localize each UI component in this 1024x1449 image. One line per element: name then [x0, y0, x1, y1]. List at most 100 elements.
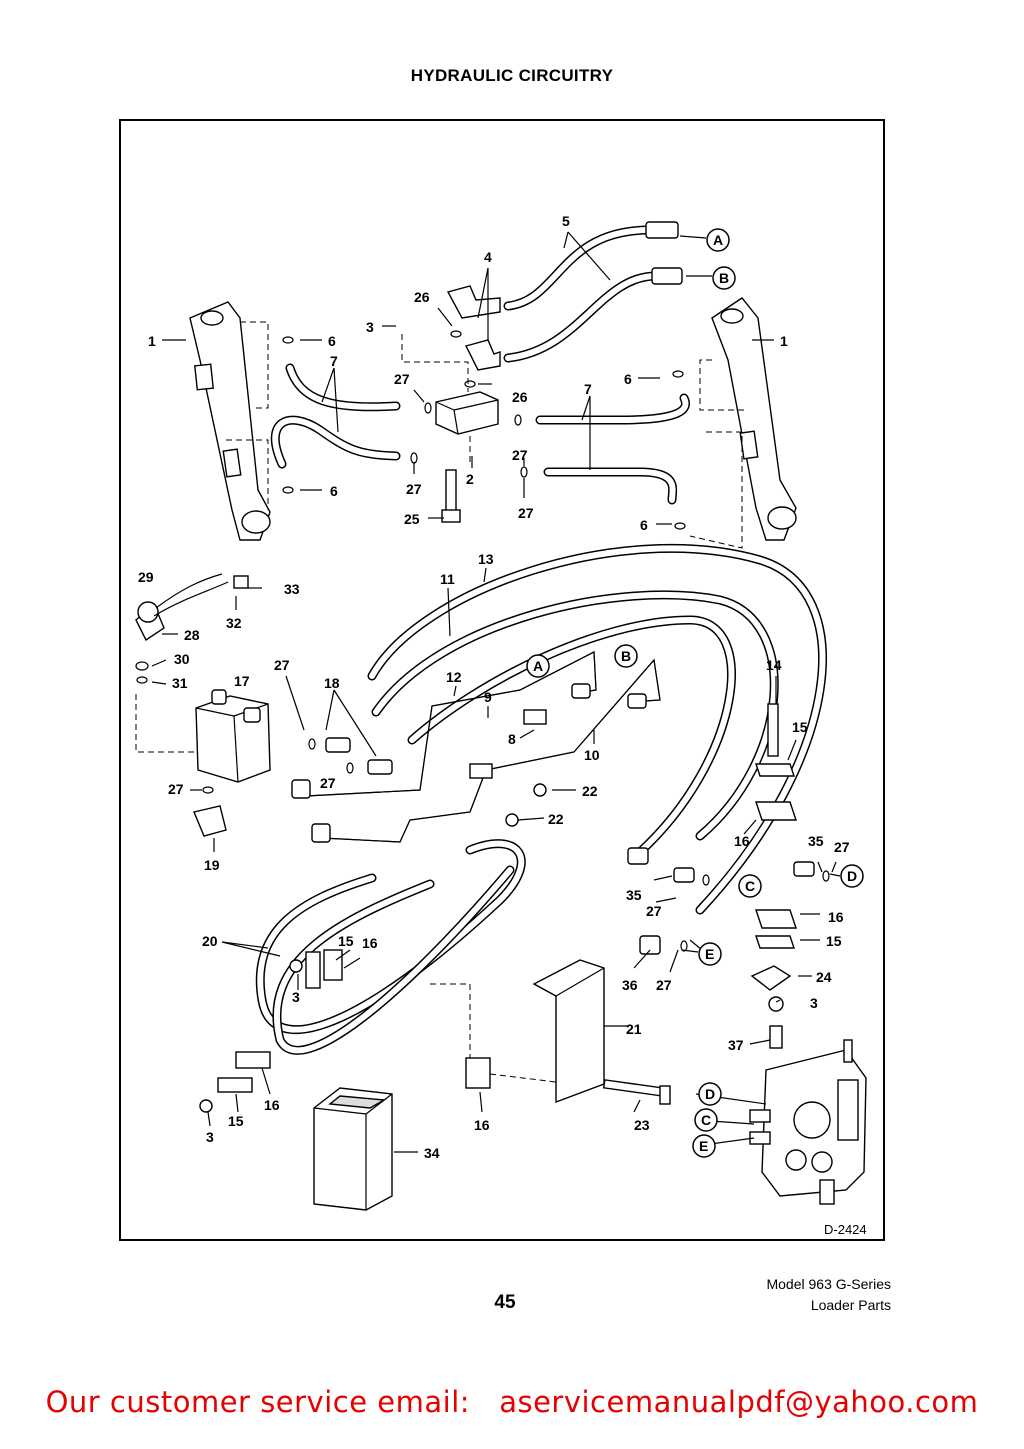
svg-text:C: C: [745, 878, 755, 894]
marker-B-mid: B: [614, 644, 638, 668]
label-8: 8: [508, 731, 516, 747]
label-1-right: 1: [780, 333, 788, 349]
valve-block: [195, 689, 271, 783]
svg-text:C: C: [701, 1112, 711, 1128]
label-29: 29: [138, 569, 154, 585]
svg-text:A: A: [713, 232, 723, 248]
label-30: 30: [174, 651, 190, 667]
marker-D-bottom: D: [698, 1082, 722, 1106]
label-22-b: 22: [548, 811, 564, 827]
label-1-left: 1: [148, 333, 156, 349]
label-15-d: 15: [228, 1113, 244, 1129]
label-16-b: 16: [828, 909, 844, 925]
label-6-d: 6: [640, 517, 648, 533]
connection-markers: A B A B C D E D C E: [526, 228, 864, 1158]
label-10: 10: [584, 747, 600, 763]
label-13: 13: [478, 551, 494, 567]
label-16-c: 16: [362, 935, 378, 951]
label-17: 17: [234, 673, 250, 689]
page-title: HYDRAULIC CIRCUITRY: [410, 66, 614, 85]
label-2: 2: [466, 471, 474, 487]
svg-text:E: E: [699, 1138, 708, 1154]
model-name: Model 963 G-Series: [766, 1276, 891, 1292]
marker-E-bottom: E: [692, 1134, 716, 1158]
marker-D-mid: D: [840, 864, 864, 888]
page-number: 45: [494, 1292, 516, 1313]
control-valve: [749, 1039, 867, 1205]
label-37: 37: [728, 1037, 744, 1053]
right-lift-cylinder: [711, 297, 797, 541]
svg-text:B: B: [621, 648, 631, 664]
label-4: 4: [484, 249, 492, 265]
label-9: 9: [484, 689, 492, 705]
svg-text:A: A: [533, 658, 543, 674]
marker-B-top: B: [712, 266, 736, 290]
label-3-left: 3: [292, 989, 300, 1005]
marker-C-mid: C: [738, 874, 762, 898]
label-36: 36: [622, 977, 638, 993]
label-3-right: 3: [810, 995, 818, 1011]
label-27-g: 27: [168, 781, 184, 797]
label-12: 12: [446, 669, 462, 685]
label-16-a: 16: [734, 833, 750, 849]
label-27-i: 27: [656, 977, 672, 993]
label-34: 34: [424, 1145, 440, 1161]
label-7-left: 7: [330, 353, 338, 369]
label-23: 23: [634, 1117, 650, 1133]
label-16-e: 16: [474, 1117, 490, 1133]
svg-text:D: D: [847, 868, 857, 884]
label-15-a: 15: [792, 719, 808, 735]
model-info: Model 963 G-Series Loader Parts: [766, 1274, 891, 1316]
model-subtitle: Loader Parts: [810, 1297, 891, 1313]
label-35-a: 35: [808, 833, 824, 849]
label-15-b: 15: [826, 933, 842, 949]
label-14: 14: [766, 657, 782, 673]
label-20: 20: [202, 933, 218, 949]
label-31: 31: [172, 675, 188, 691]
label-32: 32: [226, 615, 242, 631]
label-6-c: 6: [624, 371, 632, 387]
label-6-a: 6: [328, 333, 336, 349]
left-lift-cylinder: [189, 301, 271, 541]
label-6-b: 6: [330, 483, 338, 499]
label-24: 24: [816, 969, 832, 985]
label-27-c: 27: [512, 447, 528, 463]
label-25: 25: [404, 511, 420, 527]
filter-box: [313, 1087, 393, 1211]
drawing-id: D-2424: [824, 1222, 867, 1237]
label-26-b: 26: [512, 389, 528, 405]
diagram-frame: [119, 119, 885, 1241]
label-15-c: 15: [338, 933, 354, 949]
label-27-f: 27: [320, 775, 336, 791]
label-27-d: 27: [518, 505, 534, 521]
label-11: 11: [440, 571, 455, 587]
label-26-a: 26: [414, 289, 430, 305]
marker-E-mid: E: [698, 942, 722, 966]
label-19: 19: [204, 857, 220, 873]
label-27-e: 27: [274, 657, 290, 673]
label-28: 28: [184, 627, 200, 643]
marker-C-bottom: C: [694, 1108, 718, 1132]
label-3-bottom: 3: [206, 1129, 214, 1145]
label-35-b: 35: [626, 887, 642, 903]
tee-block: [435, 391, 499, 523]
footer-email-banner: Our customer service email: aservicemanu…: [45, 1385, 979, 1419]
label-22-a: 22: [582, 783, 598, 799]
label-3-top: 3: [366, 319, 374, 335]
marker-A-mid: A: [526, 654, 550, 678]
label-5: 5: [562, 213, 570, 229]
label-27-j: 27: [834, 839, 850, 855]
svg-text:E: E: [705, 946, 714, 962]
label-21: 21: [626, 1021, 642, 1037]
label-18: 18: [324, 675, 340, 691]
label-27-a: 27: [394, 371, 410, 387]
label-33: 33: [284, 581, 300, 597]
label-16-d: 16: [264, 1097, 280, 1113]
label-27-h: 27: [646, 903, 662, 919]
marker-A-top: A: [706, 228, 730, 252]
svg-text:D: D: [705, 1086, 715, 1102]
svg-text:B: B: [719, 270, 729, 286]
label-27-b: 27: [406, 481, 422, 497]
label-7-right: 7: [584, 381, 592, 397]
